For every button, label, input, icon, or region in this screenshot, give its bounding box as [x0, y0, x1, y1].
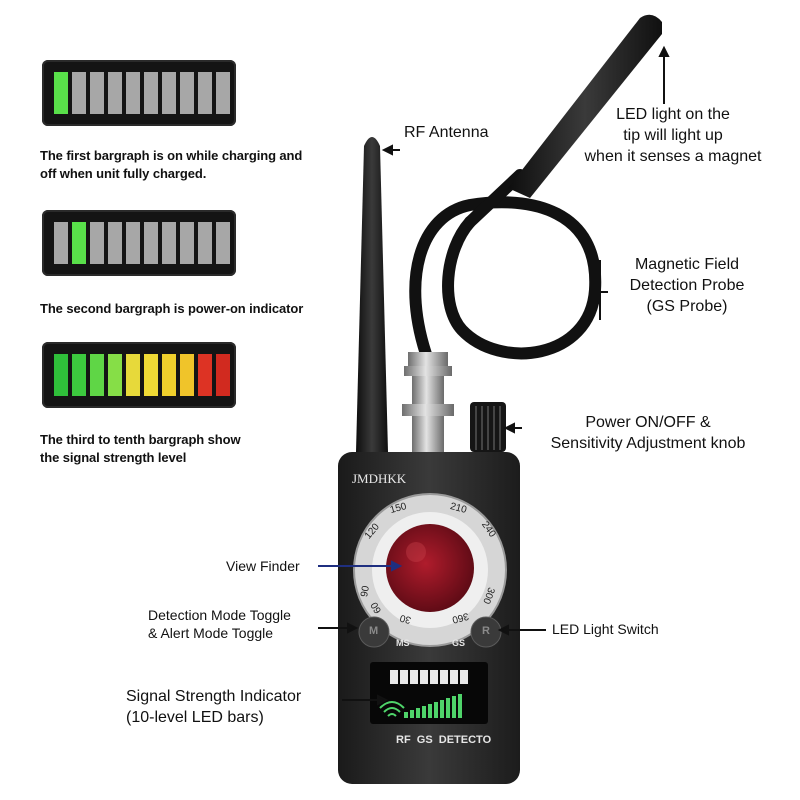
view-finder-lens: [386, 524, 474, 612]
label-line: LED light on the: [616, 106, 730, 123]
label-line: (GS Probe): [646, 298, 728, 315]
bargraph-cell: [90, 72, 104, 114]
bargraph-cell: [108, 222, 122, 264]
bottom-label: RF GS DETECTO: [396, 734, 492, 746]
caption-line: The third to tenth bargraph show: [40, 432, 241, 447]
bargraph-caption-2: The second bargraph is power-on indicato…: [40, 300, 303, 318]
display-bars: [390, 670, 468, 684]
bargraph-cell: [126, 222, 140, 264]
bargraph-cell: [108, 354, 122, 396]
signal-indicator-label: Signal Strength Indicator (10-level LED …: [126, 686, 301, 728]
label-line: Signal Strength Indicator: [126, 688, 302, 705]
caption-line: The second bargraph is power-on indicato…: [40, 301, 304, 316]
bargraph-cell: [198, 354, 212, 396]
bargraph-cell: [198, 72, 212, 114]
label-line: & Alert Mode Toggle: [148, 625, 274, 641]
bargraph-cell: [54, 354, 68, 396]
bargraph-cell: [126, 354, 140, 396]
device-brand: JMDHKK: [352, 471, 407, 486]
led-tip-label: LED light on the tip will light up when …: [568, 104, 778, 167]
bargraph-cell: [180, 72, 194, 114]
bargraph-cell: [108, 72, 122, 114]
bargraph-cell: [216, 72, 230, 114]
led-switch-button: [470, 616, 502, 648]
wifi-icon: [379, 701, 405, 717]
label-line: when it senses a magnet: [584, 148, 762, 165]
bargraph-cell: [54, 72, 68, 114]
bargraph-cell: [126, 72, 140, 114]
bargraph-cell: [72, 72, 86, 114]
display-strength-bars: [404, 694, 462, 718]
probe-connector: [408, 352, 448, 366]
bargraph-bars: [54, 72, 230, 114]
caption-line: off when unit fully charged.: [40, 166, 207, 181]
gs-label: GS: [452, 638, 466, 648]
label-line: tip will light up: [623, 127, 723, 144]
bargraph-cell: [162, 222, 176, 264]
bargraph-cell: [144, 72, 158, 114]
rf-antenna: [356, 137, 388, 452]
detection-mode-label: Detection Mode Toggle & Alert Mode Toggl…: [148, 606, 291, 642]
bargraph-cell: [54, 222, 68, 264]
bargraph-cell: [180, 354, 194, 396]
label-line: (10-level LED bars): [126, 709, 264, 726]
bargraph-cell: [162, 354, 176, 396]
bargraph-cell: [144, 222, 158, 264]
bargraph-cell: [72, 222, 86, 264]
ms-label: MS: [396, 638, 410, 648]
bargraph-caption-3: The third to tenth bargraph show the sig…: [40, 431, 241, 467]
probe-wand: [508, 14, 662, 198]
rf-antenna-label: RF Antenna: [404, 124, 489, 141]
caption-line: the signal strength level: [40, 450, 187, 465]
bargraph-cell: [198, 222, 212, 264]
bargraph-cell: [216, 354, 230, 396]
bargraph-cell: [144, 354, 158, 396]
bargraph-cell: [90, 222, 104, 264]
probe-cable: [409, 196, 602, 366]
bargraph-cell: [180, 222, 194, 264]
label-line: Detection Probe: [629, 277, 745, 294]
bargraph-cell: [216, 222, 230, 264]
probe-label: Magnetic Field Detection Probe (GS Probe…: [612, 254, 762, 317]
button-r-label: R: [482, 625, 490, 637]
label-line: Detection Mode Toggle: [148, 607, 291, 623]
bargraph-panel-1: [42, 60, 236, 126]
dial-number: 90: [359, 585, 372, 598]
label-line: Power ON/OFF &: [585, 414, 711, 431]
led-switch-label: LED Light Switch: [552, 621, 659, 637]
bargraph-bars: [54, 354, 230, 396]
caption-line: The first bargraph is on while charging …: [40, 148, 303, 163]
bargraph-cell: [90, 354, 104, 396]
label-line: Sensitivity Adjustment knob: [550, 435, 746, 452]
bargraph-caption-1: The first bargraph is on while charging …: [40, 147, 302, 183]
bargraph-cell: [162, 72, 176, 114]
button-m-label: M: [369, 625, 379, 637]
power-label: Power ON/OFF & Sensitivity Adjustment kn…: [528, 412, 768, 454]
bargraph-bars: [54, 222, 230, 264]
bargraph-panel-2: [42, 210, 236, 276]
bargraph-panel-3: [42, 342, 236, 408]
view-finder-label: View Finder: [226, 558, 300, 574]
mode-toggle-button: [358, 616, 390, 648]
bargraph-cell: [72, 354, 86, 396]
label-line: Magnetic Field: [634, 256, 740, 273]
